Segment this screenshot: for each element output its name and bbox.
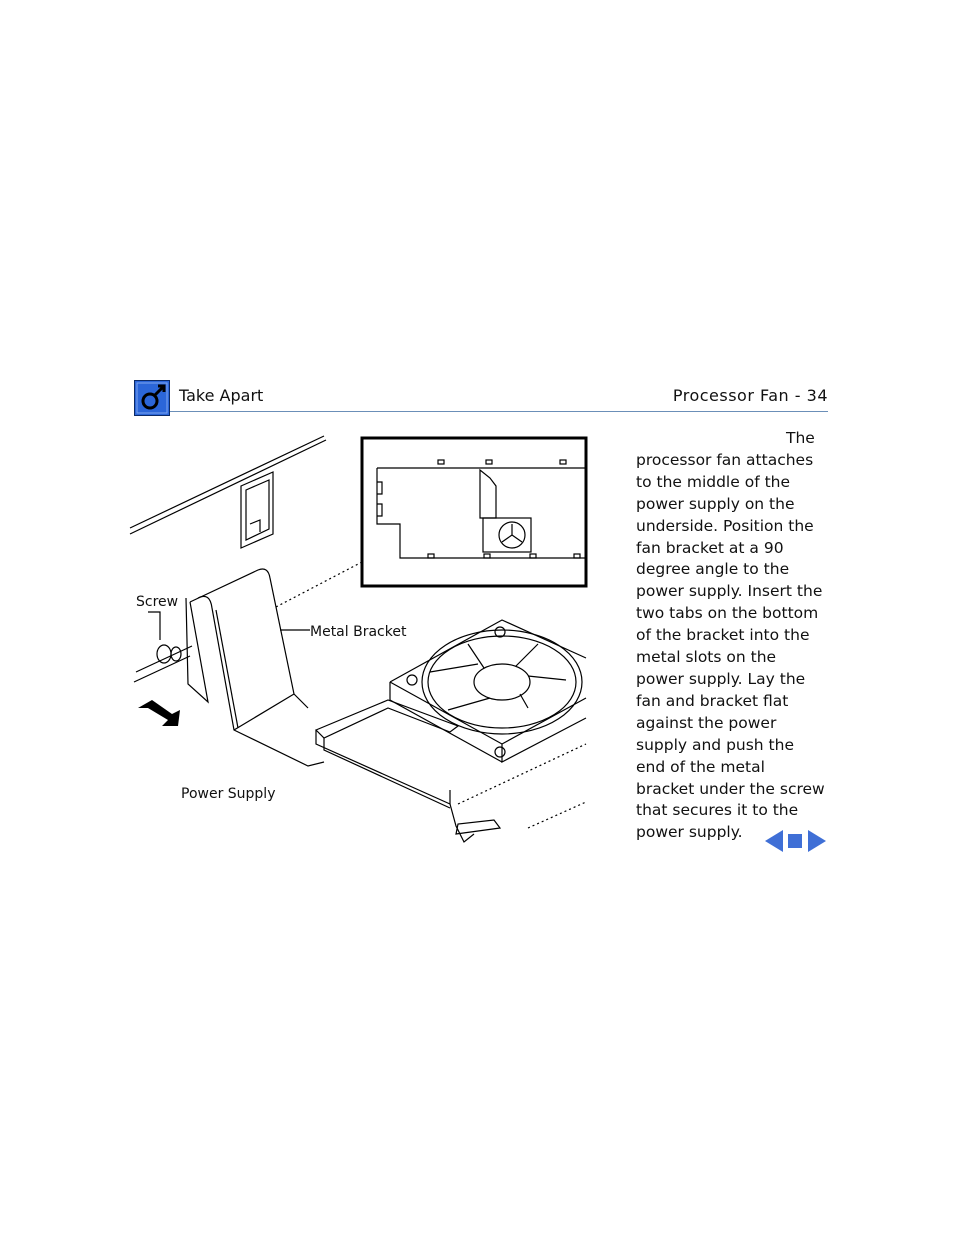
instruction-text: The processor fan attaches to the middle… xyxy=(636,428,826,844)
section-title: Take Apart xyxy=(179,386,264,405)
power-supply-label: Power Supply xyxy=(181,786,276,802)
metal-bracket-label: Metal Bracket xyxy=(310,624,407,640)
page-navigation xyxy=(765,830,827,852)
page-header: Take Apart Processor Fan - 34 xyxy=(134,380,828,416)
stop-icon[interactable] xyxy=(788,834,802,848)
next-page-icon[interactable] xyxy=(808,830,826,852)
previous-page-icon[interactable] xyxy=(765,830,783,852)
screw-label: Screw xyxy=(136,594,179,610)
exploded-view-drawing xyxy=(129,435,588,843)
header-divider xyxy=(170,411,828,412)
page-title: Processor Fan - 34 xyxy=(672,386,828,405)
direction-arrow-icon xyxy=(138,695,180,726)
instruction-paragraph: The processor fan attaches to the middle… xyxy=(636,429,825,842)
apple-tool-logo-icon xyxy=(134,380,170,416)
fan-bracket-illustration: Screw Metal Bracket Power Supply xyxy=(128,432,588,856)
